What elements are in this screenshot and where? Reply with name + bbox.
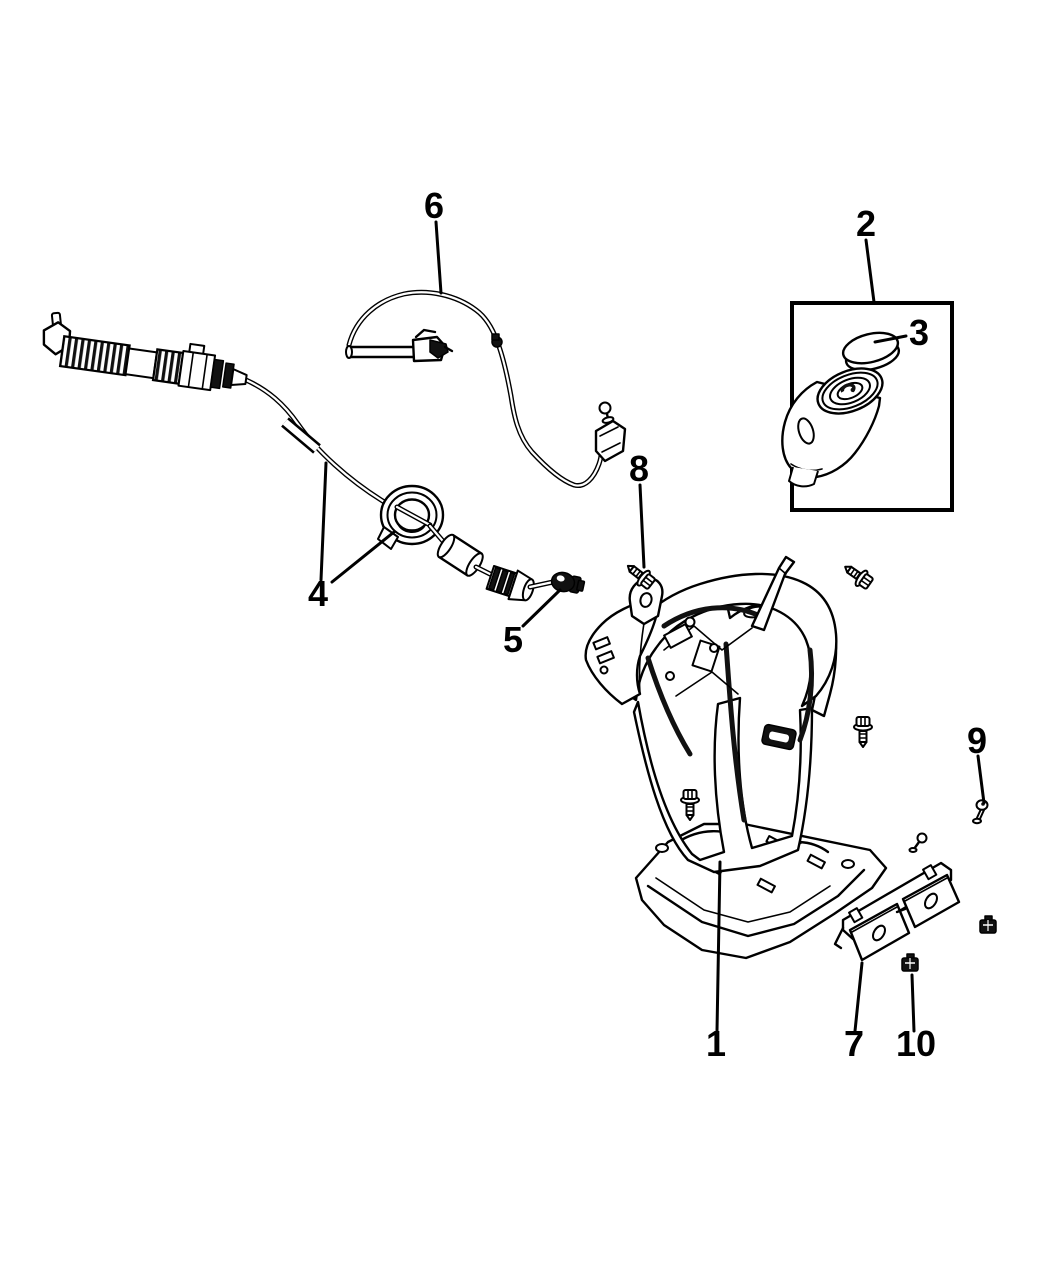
callout-9[interactable]: 9 bbox=[967, 720, 987, 805]
ball-stud-connector bbox=[594, 401, 627, 463]
callout-5[interactable]: 5 bbox=[503, 588, 562, 660]
callout-7[interactable]: 7 bbox=[844, 961, 864, 1064]
cable-ribbed-fitting bbox=[485, 565, 535, 602]
hex-screw-top-right bbox=[844, 565, 874, 590]
callout-2[interactable]: 2 bbox=[856, 203, 876, 304]
ear-tab bbox=[628, 576, 664, 626]
callout-10-label[interactable]: 10 bbox=[896, 1023, 936, 1064]
cable-sleeve bbox=[281, 417, 321, 454]
tower bbox=[632, 641, 814, 874]
callout-6-label[interactable]: 6 bbox=[424, 185, 444, 226]
floor-grommet bbox=[377, 484, 445, 550]
push-nut-right bbox=[979, 915, 997, 934]
shift-lever bbox=[750, 555, 796, 632]
callout-9-label[interactable]: 9 bbox=[967, 720, 987, 761]
callout-1[interactable]: 1 bbox=[706, 860, 726, 1064]
shift-knob bbox=[781, 367, 884, 488]
cable-clip bbox=[491, 333, 503, 348]
callouts: 1 2 3 4 5 6 7 8 bbox=[308, 185, 987, 1064]
callout-7-label[interactable]: 7 bbox=[844, 1023, 864, 1064]
cable-barrel bbox=[436, 533, 484, 577]
hex-screw-mid-right bbox=[853, 716, 873, 748]
left-wing-bracket bbox=[584, 598, 660, 706]
cable-end-ball bbox=[550, 571, 586, 594]
callout-4-label[interactable]: 4 bbox=[308, 573, 328, 614]
callout-4[interactable]: 4 bbox=[308, 461, 396, 614]
push-nut-10 bbox=[901, 953, 919, 972]
knob-kit-box bbox=[781, 301, 954, 512]
shifter-assembly bbox=[584, 555, 888, 960]
shift-cable-assembly bbox=[42, 311, 586, 602]
callout-8[interactable]: 8 bbox=[629, 448, 649, 569]
cable-end-fitting bbox=[42, 311, 248, 392]
callout-5-label[interactable]: 5 bbox=[503, 619, 523, 660]
callout-8-label[interactable]: 8 bbox=[629, 448, 649, 489]
callout-6[interactable]: 6 bbox=[424, 185, 444, 295]
cable-left-connector bbox=[345, 328, 454, 363]
callout-1-label[interactable]: 1 bbox=[706, 1023, 726, 1064]
upper-shift-cable bbox=[345, 289, 627, 489]
callout-2-label[interactable]: 2 bbox=[856, 203, 876, 244]
hex-screw-left bbox=[680, 789, 700, 821]
retainer-clip bbox=[908, 832, 928, 853]
mounting-bracket-7 bbox=[833, 861, 961, 962]
hood bbox=[616, 572, 838, 757]
callout-3-label[interactable]: 3 bbox=[909, 312, 929, 353]
callout-10[interactable]: 10 bbox=[896, 973, 936, 1064]
callout-3[interactable]: 3 bbox=[873, 312, 929, 353]
hex-screw-8 bbox=[626, 564, 656, 590]
knob-cap bbox=[841, 331, 901, 372]
